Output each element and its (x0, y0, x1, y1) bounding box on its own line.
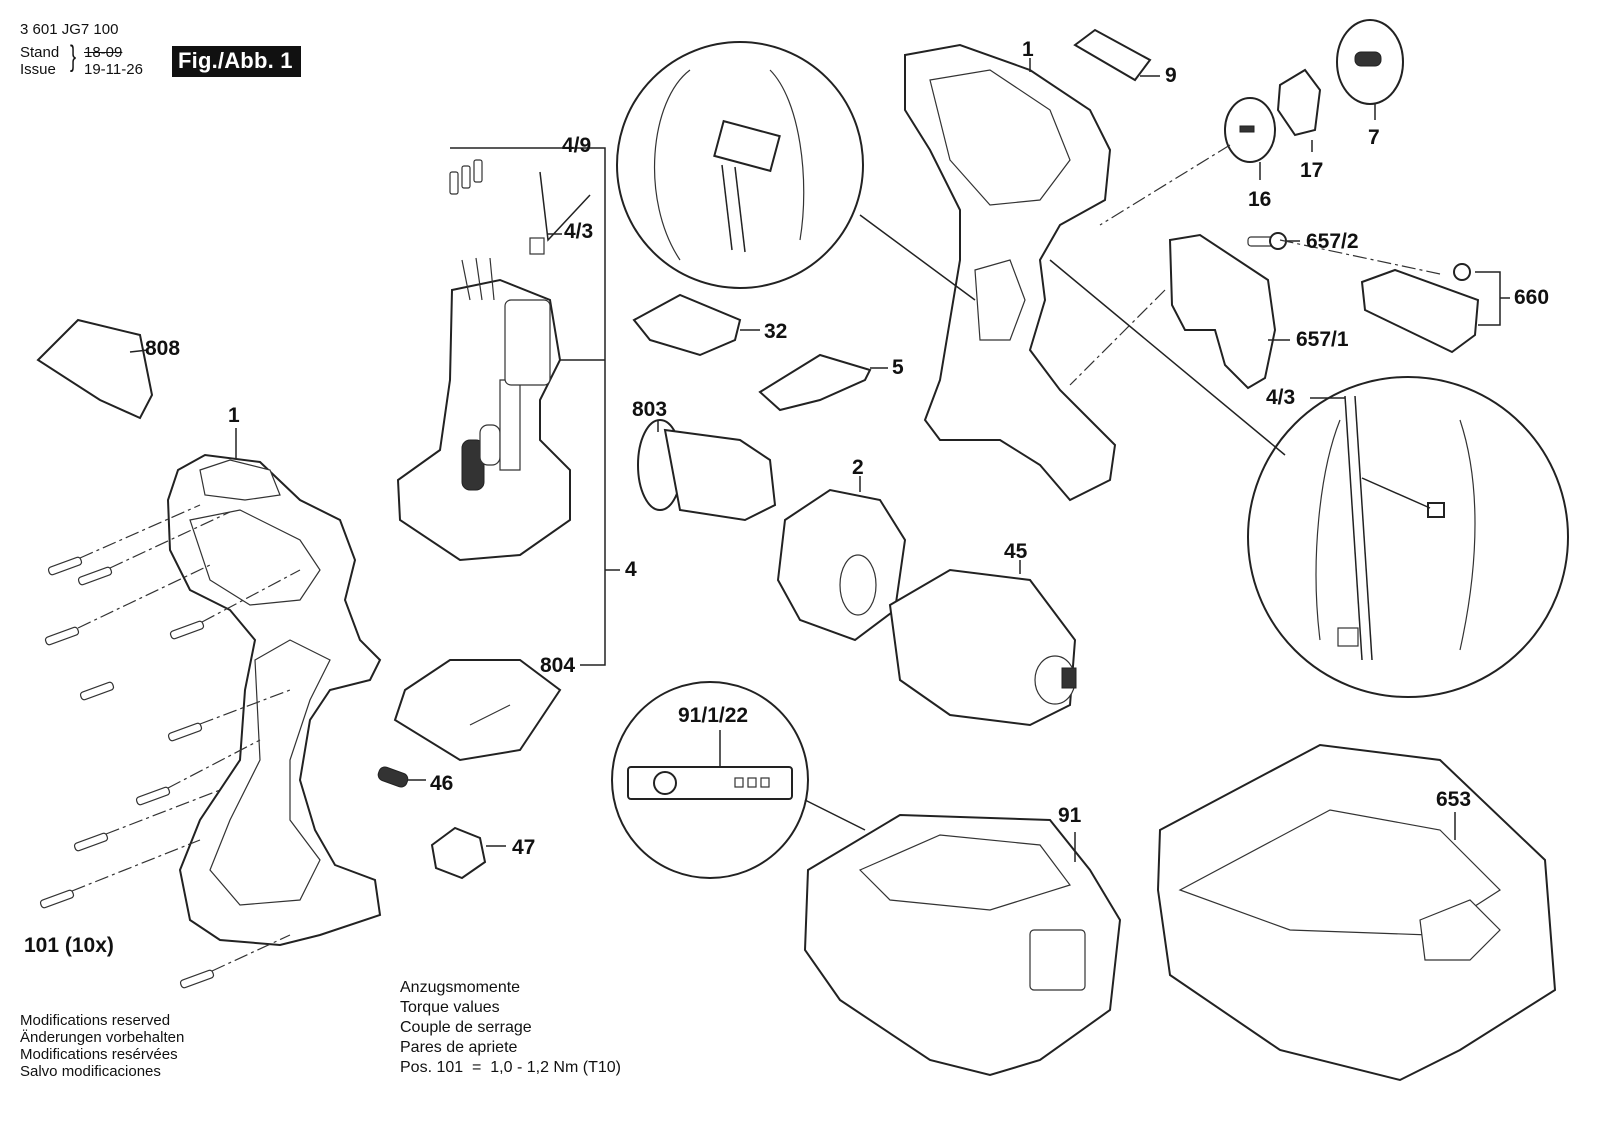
label-91-1-22: 91/1/22 (678, 704, 749, 727)
label-45: 45 (1004, 540, 1028, 563)
torque-line-2: Torque values (400, 999, 500, 1016)
figure-label: Fig./Abb. 1 (172, 46, 301, 77)
part-46-spring (377, 766, 426, 788)
label-4-3-top: 4/3 (564, 220, 594, 243)
part-657-1-belt-clip (1168, 233, 1290, 390)
part-1-housing-right (904, 43, 1117, 502)
label-7: 7 (1368, 126, 1380, 149)
label-91: 91 (1058, 804, 1082, 827)
part-804-battery-plate (393, 659, 562, 762)
torque-line-4: Pares de apriete (400, 1039, 518, 1056)
footer-line-4: Salvo modificaciones (20, 1063, 161, 1080)
stand-label: Stand (20, 44, 60, 61)
footer-line-1: Modifications reserved (20, 1012, 171, 1029)
label-4-9: 4/9 (562, 134, 592, 157)
label-16: 16 (1248, 188, 1272, 211)
part-45-gearbox (888, 560, 1077, 727)
label-808: 808 (145, 337, 181, 360)
detail-circle-connector (616, 41, 976, 301)
part-91-battery (803, 813, 1122, 1077)
label-32: 32 (764, 320, 788, 343)
label-46: 46 (430, 772, 454, 795)
label-803: 803 (632, 398, 668, 421)
part-660-bit-holder (1360, 263, 1510, 354)
part-101-screws (39, 504, 301, 989)
torque-line-1: Anzugsmomente (400, 979, 521, 996)
label-4-3-right: 4/3 (1266, 386, 1296, 409)
label-17: 17 (1300, 159, 1324, 182)
part-2-motor-stator (776, 476, 907, 642)
part-number: 3 601 JG7 100 (20, 21, 119, 38)
footer-line-3: Modifications resérvées (20, 1046, 178, 1063)
stand-value: 18-09 (84, 44, 123, 61)
part-7-cap (1336, 19, 1404, 120)
label-657-2: 657/2 (1306, 230, 1359, 253)
label-1-right: 1 (1022, 38, 1034, 61)
label-653: 653 (1436, 788, 1472, 811)
assembly-lines (1069, 144, 1441, 386)
label-9: 9 (1165, 64, 1177, 87)
brace: } (70, 40, 77, 73)
label-5: 5 (892, 356, 904, 379)
part-32-switch-cover (632, 293, 760, 357)
footer-line-2: Änderungen vorbehalten (20, 1029, 185, 1046)
issue-value: 19-11-26 (84, 61, 143, 78)
detail-circle-battery-label (611, 681, 866, 879)
label-804: 804 (540, 654, 576, 677)
torque-line-3: Couple de serrage (400, 1019, 532, 1036)
group-4-bracket (450, 147, 620, 666)
label-657-1: 657/1 (1296, 328, 1349, 351)
label-1-left: 1 (228, 404, 240, 427)
torque-line-5: Pos. 101 = 1,0 - 1,2 Nm (T10) (400, 1059, 621, 1076)
part-5-direction-switch (758, 353, 888, 412)
part-657-2-screw (1247, 232, 1300, 250)
part-9-label-strip (1073, 28, 1160, 82)
label-101: 101 (10x) (24, 934, 114, 957)
detail-circle-cable-tie (1049, 259, 1569, 698)
label-4: 4 (625, 558, 637, 581)
part-47-knob (430, 826, 506, 880)
part-808-label-sheet (36, 318, 154, 420)
part-653-charger (1156, 743, 1557, 1082)
label-660: 660 (1514, 286, 1550, 309)
label-47: 47 (512, 836, 536, 859)
part-4-electronics-module (396, 159, 591, 562)
part-16-disc (1224, 97, 1276, 180)
part-1-housing-left (166, 428, 382, 947)
label-2: 2 (852, 456, 864, 479)
issue-label: Issue (20, 61, 56, 78)
part-17-clip (1276, 68, 1322, 152)
part-803-armature (637, 419, 777, 522)
